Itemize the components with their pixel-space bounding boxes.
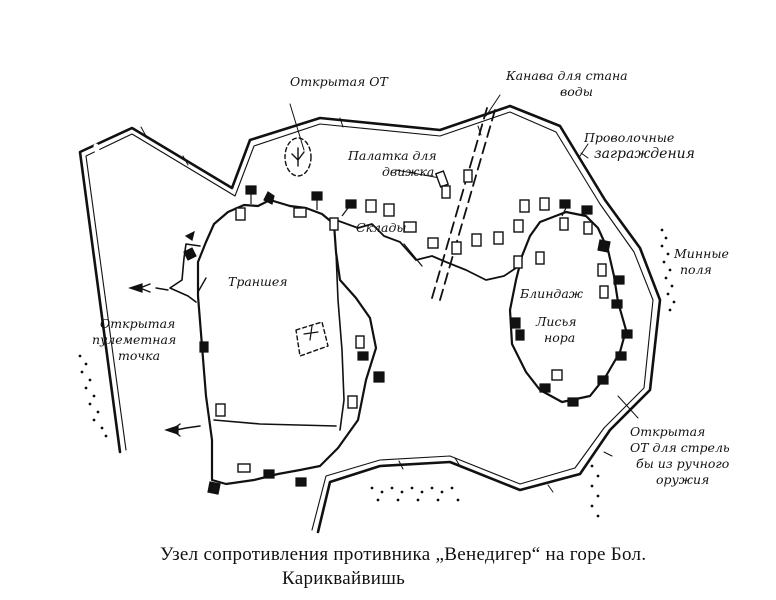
dashed-inner-position — [295, 321, 329, 357]
minefield-dots — [78, 228, 676, 518]
label-trench: Траншея — [228, 274, 288, 289]
label-tent-line1: Палатка для — [347, 148, 437, 163]
label-foxhole-line1: Лисья — [535, 314, 577, 329]
label-wire-line1: Проволочные — [583, 130, 674, 145]
label-open-ot-top: Открытая ОТ — [290, 74, 390, 89]
arrow-icons — [128, 230, 195, 435]
caption-line1: Узел сопротивления противника „Венедигер… — [160, 544, 647, 565]
label-mg-line2: пулеметная — [92, 332, 176, 347]
label-ditch-line2: воды — [560, 84, 593, 99]
firing-positions — [183, 185, 633, 495]
label-small-ot-line1: Открытая — [630, 424, 705, 439]
label-dugout: Блиндаж — [519, 286, 584, 301]
hatched-bunkers — [215, 169, 609, 473]
label-ditch-line1: Канава для стана — [505, 68, 628, 83]
wire-entanglement — [78, 104, 662, 534]
label-foxhole-line2: нора — [544, 330, 575, 345]
caption-line2: Кариквайвишь — [282, 568, 406, 589]
label-wire-line2: заграждения — [594, 146, 695, 162]
right-position — [508, 210, 628, 404]
label-mg-line1: Открытая — [100, 316, 175, 331]
label-mines-line2: поля — [680, 262, 712, 277]
open-ot-top-symbol — [284, 103, 312, 177]
drainage-ditch — [431, 107, 496, 301]
label-small-ot-line3: бы из ручного — [636, 456, 729, 471]
label-mines-line1: Минные — [673, 246, 729, 261]
label-tent-line2: движка — [382, 164, 434, 179]
label-stores: Склады — [356, 220, 407, 235]
label-mg-line3: точка — [118, 348, 160, 363]
label-small-ot-line4: оружия — [656, 472, 709, 487]
label-small-ot-line2: ОТ для стрель — [630, 440, 730, 455]
connecting-trench — [335, 219, 517, 281]
